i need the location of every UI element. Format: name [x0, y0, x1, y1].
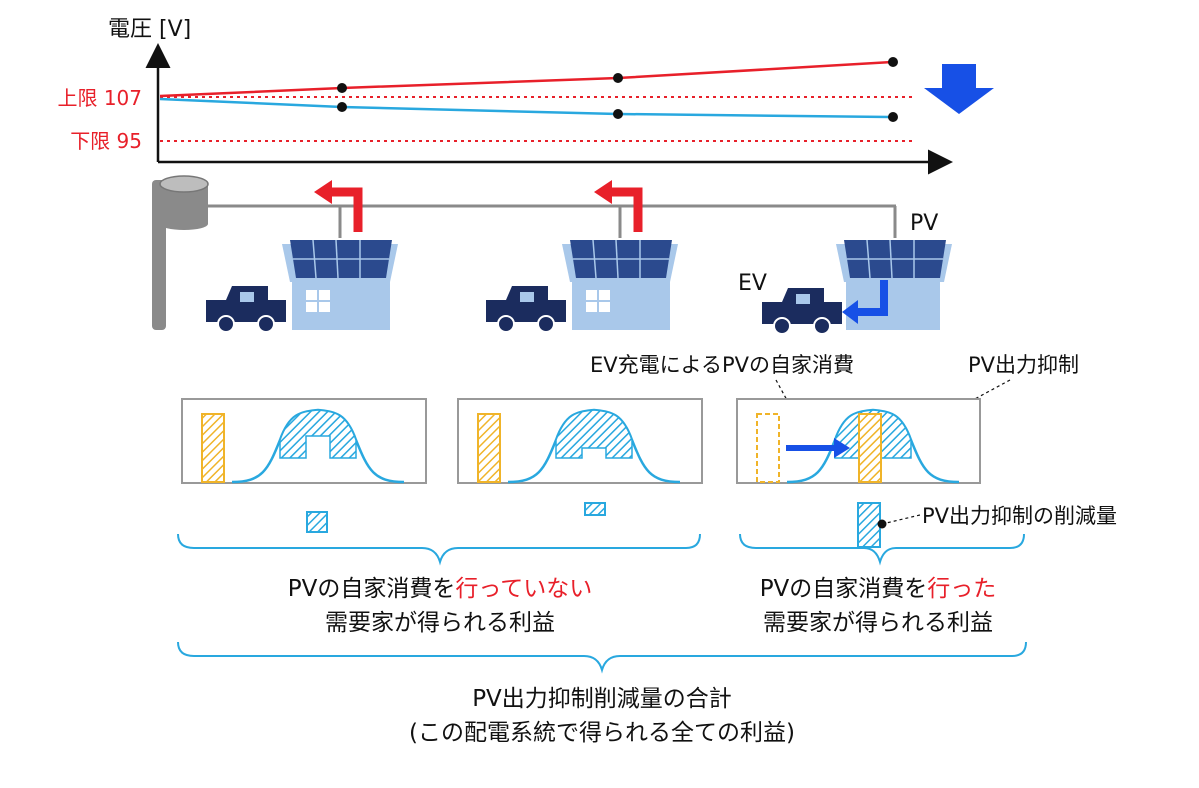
solar-panel-icon [290, 239, 392, 279]
ev-demand-bar [201, 413, 225, 483]
house-3 [762, 239, 952, 335]
point-high-1 [337, 83, 347, 93]
window-icon [306, 290, 330, 312]
right-group-caption-line1: PVの自家消費を行った [760, 576, 997, 602]
ev-label: EV [738, 271, 767, 296]
left-group-caption-line1: PVの自家消費を行っていない [288, 576, 592, 602]
brace-left [177, 533, 701, 566]
lower-limit-label: 下限 95 [70, 129, 142, 153]
upper-limit-label: 上限 107 [57, 86, 142, 110]
reduction-square-2 [584, 502, 606, 516]
house-body [846, 282, 940, 330]
point-low-2 [613, 109, 623, 119]
reduction-square-3 [857, 502, 881, 548]
car-icon [486, 286, 566, 333]
left-group-caption-line2: 需要家が得られる利益 [325, 610, 555, 636]
point-low-3 [888, 112, 898, 122]
voltage-line-high [159, 60, 894, 98]
pv-curtailed-area [555, 409, 633, 459]
solar-panel-icon [844, 239, 946, 279]
ev-demand-bar-shifted [756, 413, 780, 483]
total-caption-line1: PV出力抑制削減量の合計 [472, 686, 732, 712]
brace-total [177, 641, 1027, 674]
car-icon [206, 286, 286, 333]
pv-curtailed-area [279, 409, 357, 459]
voltage-line-low [159, 97, 894, 119]
solar-panel-icon [570, 239, 672, 279]
point-high-3 [888, 57, 898, 67]
car-icon [762, 288, 842, 335]
window-icon [586, 290, 610, 312]
down-arrow-icon [924, 64, 994, 114]
reverse-flow-arrow-icon [594, 180, 643, 232]
brace-right [739, 533, 1025, 566]
pv-reduction-label: PV出力抑制の削減量 [922, 504, 1117, 528]
pv-curtailment-label: PV出力抑制 [968, 353, 1079, 377]
total-caption-line2: (この配電系統で得られる全ての利益) [409, 720, 795, 746]
distribution-system: PV EV [152, 175, 938, 330]
house-2 [486, 239, 678, 333]
shift-arrow-icon [786, 438, 850, 458]
ev-demand-bar [858, 413, 882, 483]
ev-charge-arrow-icon [842, 280, 888, 324]
point-low-1 [337, 102, 347, 112]
point-high-2 [613, 73, 623, 83]
right-group-caption-line2: 需要家が得られる利益 [763, 610, 993, 636]
pv-label: PV [910, 211, 938, 236]
ev-demand-bar [477, 413, 501, 483]
transformer-icon [159, 175, 209, 230]
y-axis-label: 電圧 [V] [108, 17, 191, 42]
profile-panel-2 [457, 398, 703, 484]
reduction-square-1 [306, 511, 328, 533]
profile-panel-1 [181, 398, 427, 484]
profile-panel-3 [736, 398, 981, 484]
house-1 [206, 239, 398, 333]
voltage-chart: 電圧 [V] 上限 107 下限 95 [57, 17, 994, 175]
ev-self-consumption-label: EV充電によるPVの自家消費 [590, 353, 854, 377]
reverse-flow-arrow-icon [314, 180, 363, 232]
